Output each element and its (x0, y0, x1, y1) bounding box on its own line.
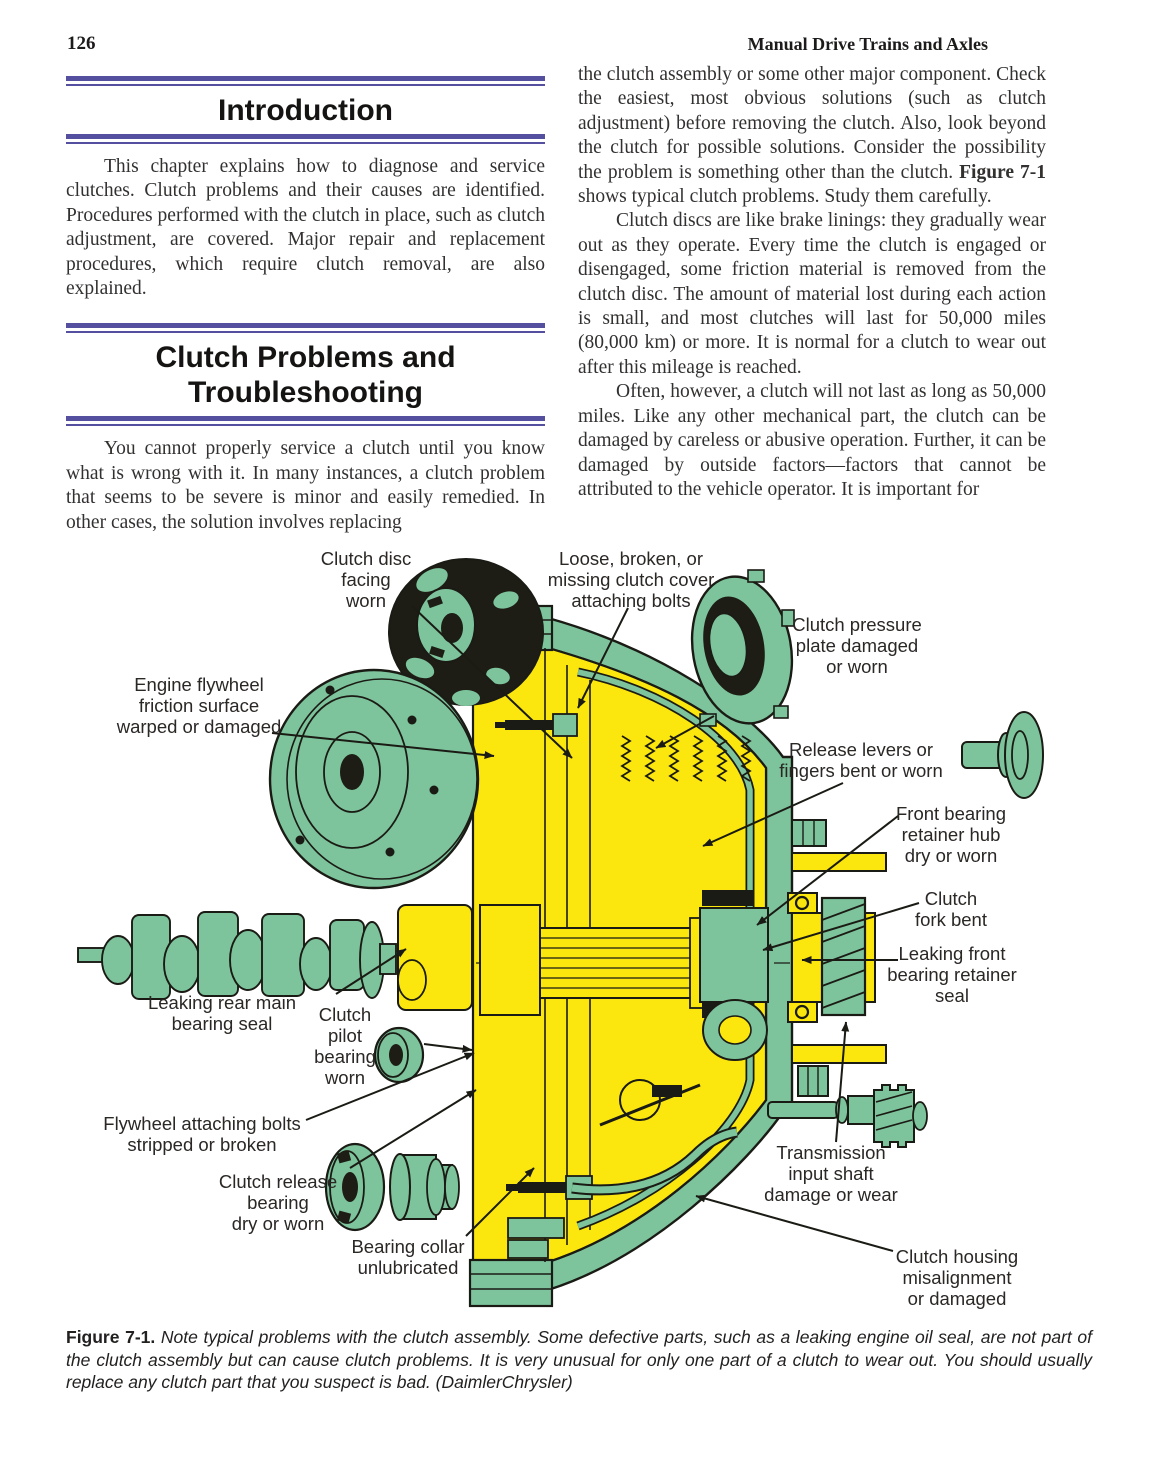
intro-paragraph: This chapter explains how to diagnose an… (66, 156, 545, 300)
figure-reference: Figure 7-1 (959, 161, 1046, 183)
face-bolt-bottom (797, 1065, 829, 1097)
splined-shaft (539, 917, 705, 1009)
figure-caption: Figure 7-1. Note typical problems with t… (66, 1326, 1092, 1394)
leader-line-2 (655, 715, 715, 749)
leader-line-0 (411, 605, 573, 759)
paragraph-text: the clutch assembly or some other major … (578, 64, 1046, 183)
crankshaft-hub-stub (397, 904, 473, 1011)
face-bolt-top (791, 819, 827, 847)
leader-line-5 (756, 815, 899, 926)
section-rule (66, 416, 545, 426)
page-number: 126 (67, 33, 96, 54)
input-shaft-bearing-bottom (787, 1001, 818, 1023)
housing-block-detail (507, 1239, 549, 1259)
input-gear (820, 896, 867, 1017)
pilot-bearing-exploded (373, 1026, 425, 1084)
heading-line-2: Troubleshooting (188, 376, 423, 410)
clutch-springs (620, 735, 752, 782)
flywheel-edge-cap-bottom (468, 1258, 554, 1308)
clutch-disc-exploded (388, 558, 544, 706)
leader-lines (271, 605, 920, 1252)
clutch-discs-paragraph: Clutch discs are like brake linings: the… (578, 210, 1046, 378)
section-rule (66, 323, 545, 333)
cover-bolt-top (495, 713, 578, 737)
right-column: the clutch assembly or some other major … (578, 63, 1046, 502)
pressure-ring (479, 904, 541, 1016)
running-header: Manual Drive Trains and Axles (747, 34, 988, 54)
left-column: Introduction This chapter explains how t… (66, 76, 545, 535)
caption-label: Figure 7-1. (66, 1327, 156, 1347)
bearing-collar-exploded (389, 1153, 460, 1221)
clutch-wear-paragraph: Often, however, a clutch will not last a… (578, 381, 1046, 500)
flywheel-exploded (268, 668, 480, 890)
leader-line-11 (349, 1089, 477, 1169)
section-rule (66, 76, 545, 86)
clutch-fork-arm (571, 1126, 738, 1196)
leader-line-10 (305, 1052, 475, 1121)
heading-introduction: Introduction (218, 94, 393, 127)
leader-line-8 (335, 948, 407, 995)
leader-line-4 (702, 782, 844, 847)
input-shaft-bearing-top (787, 892, 818, 914)
housing-block-detail (507, 1217, 565, 1239)
leader-line-12 (465, 1167, 535, 1237)
leader-line-9 (423, 1043, 473, 1053)
clutch-fork-boss-hole (718, 1015, 752, 1045)
leader-line-3 (271, 732, 495, 759)
linkage-clip (652, 1085, 682, 1097)
release-sleeve (699, 907, 769, 1003)
paragraph-text: shows typical clutch problems. Study the… (578, 186, 992, 208)
leader-line-1 (577, 607, 629, 709)
sleeve-bearing-front (702, 890, 754, 906)
mounting-arm-bottom (791, 1044, 887, 1064)
figure-7-1-clutch-diagram (77, 558, 1044, 1308)
pressure-plate-exploded (690, 569, 795, 727)
leader-line-13 (835, 1021, 850, 1143)
leader-line-6 (762, 902, 920, 952)
crankshaft-exploded (77, 911, 397, 1000)
section-rule (66, 134, 545, 144)
linkage-lever (599, 1083, 701, 1127)
troubleshooting-paragraph: You cannot properly service a clutch unt… (66, 438, 545, 533)
release-lever-part (961, 711, 1044, 799)
heading-line-1: Clutch Problems and (155, 341, 456, 375)
caption-text: Note typical problems with the clutch as… (66, 1327, 1092, 1392)
continued-paragraph: the clutch assembly or some other major … (578, 63, 1046, 209)
release-bearing-exploded (324, 1142, 386, 1232)
leader-line-14 (695, 1194, 894, 1252)
